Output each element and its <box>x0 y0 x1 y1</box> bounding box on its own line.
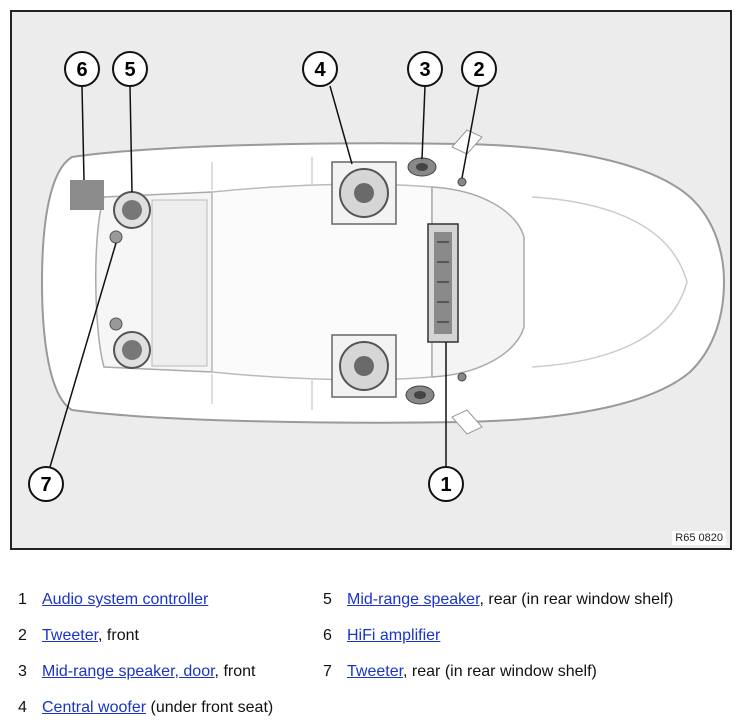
legend-link-hifi-amplifier[interactable]: HiFi amplifier <box>347 627 441 644</box>
callout-label: 1 <box>440 474 451 496</box>
door-midrange-speaker-top <box>407 157 437 177</box>
legend-item: 1 Audio system controller <box>18 588 208 612</box>
hifi-amplifier-component <box>70 180 104 210</box>
car-top-view-diagram: 6 5 4 3 2 1 7 <box>28 51 726 502</box>
central-woofer-top <box>331 161 397 225</box>
legend-link-tweeter-front[interactable]: Tweeter <box>42 627 99 644</box>
legend-number: 7 <box>323 663 332 680</box>
legend-link-midrange-speaker-door[interactable]: Mid-range speaker, door <box>42 663 215 680</box>
front-tweeter-top <box>457 177 467 187</box>
legend-number: 4 <box>18 699 27 716</box>
legend-text: , rear (in rear window shelf) <box>403 663 597 680</box>
rear-midrange-speaker-left <box>113 191 151 229</box>
legend-link-midrange-speaker-rear[interactable]: Mid-range speaker <box>347 591 480 608</box>
legend-number: 5 <box>323 591 332 608</box>
legend-number: 1 <box>18 591 27 608</box>
legend-number: 3 <box>18 663 27 680</box>
callout-6: 6 <box>64 51 100 87</box>
door-midrange-speaker-bottom <box>405 385 435 405</box>
legend-item: 4 Central woofer (under front seat) <box>18 696 273 720</box>
legend-text: (under front seat) <box>146 699 274 716</box>
leader-lines <box>49 85 480 468</box>
callout-3: 3 <box>407 51 443 87</box>
callout-2: 2 <box>461 51 497 87</box>
legend-item: 6 HiFi amplifier <box>323 624 440 648</box>
callout-1: 1 <box>428 466 464 502</box>
central-woofer-bottom <box>331 334 397 398</box>
rear-tweeter-left <box>109 230 123 244</box>
diagram-panel: 6 5 4 3 2 1 7 R65 0820 <box>10 10 732 550</box>
legend-number: 2 <box>18 627 27 644</box>
legend-link-central-woofer[interactable]: Central woofer <box>42 699 147 716</box>
legend-link-audio-system-controller[interactable]: Audio system controller <box>42 591 209 608</box>
callout-label: 2 <box>473 59 484 81</box>
callout-label: 6 <box>76 59 87 81</box>
legend-item: 7 Tweeter, rear (in rear window shelf) <box>323 660 597 684</box>
callout-label: 7 <box>40 474 51 496</box>
legend-number: 6 <box>323 627 332 644</box>
callout-label: 5 <box>124 59 135 81</box>
legend-item: 3 Mid-range speaker, door, front <box>18 660 255 684</box>
front-tweeter-bottom <box>457 372 467 382</box>
callout-5: 5 <box>112 51 148 87</box>
rear-tweeter-right <box>109 317 123 331</box>
callout-label: 3 <box>419 59 430 81</box>
legend-link-tweeter-rear[interactable]: Tweeter <box>347 663 404 680</box>
figure-code: R65 0820 <box>672 531 726 545</box>
callout-4: 4 <box>302 51 338 87</box>
callout-label: 4 <box>314 59 326 81</box>
legend-text: , front <box>214 663 256 680</box>
legend-item: 2 Tweeter, front <box>18 624 139 648</box>
legend-text: , rear (in rear window shelf) <box>479 591 674 608</box>
rear-shelf <box>151 199 208 367</box>
roof <box>211 183 433 381</box>
rear-midrange-speaker-right <box>113 331 151 369</box>
legend-text: , front <box>98 627 139 644</box>
legend-item: 5 Mid-range speaker, rear (in rear window… <box>323 588 673 612</box>
callout-7: 7 <box>28 466 64 502</box>
audio-controller-unit <box>427 223 459 343</box>
